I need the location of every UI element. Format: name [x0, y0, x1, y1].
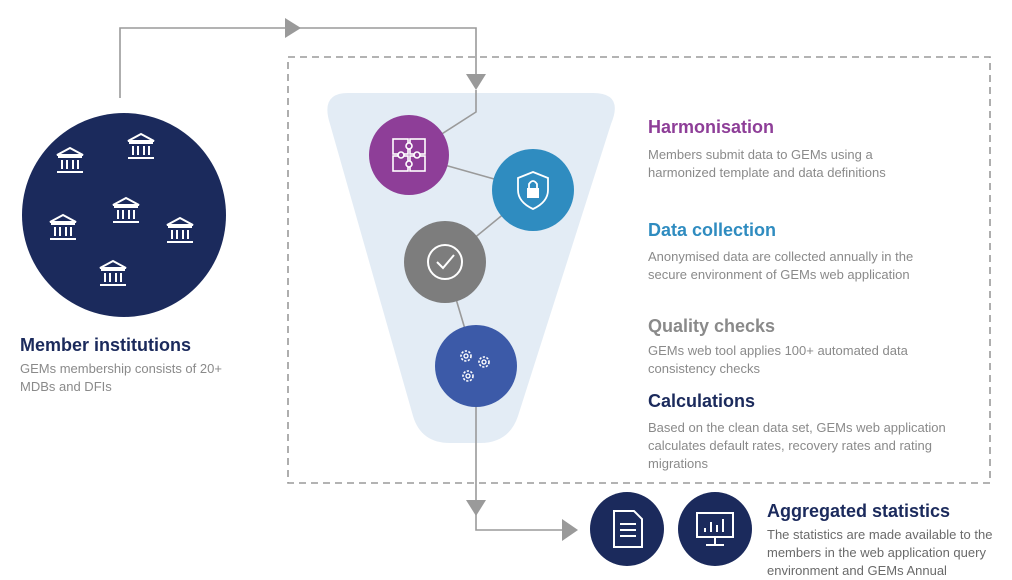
quality-checks-description: GEMs web tool applies 100+ automated dat… [648, 343, 908, 376]
puzzle-icon [392, 138, 426, 172]
arrow-down-icon [466, 500, 486, 516]
harmonisation-circle [369, 115, 449, 195]
arrow-right-icon [285, 18, 301, 38]
document-icon [613, 510, 643, 548]
harmonisation-title: Harmonisation [648, 117, 775, 137]
aggregated-statistics-title: Aggregated statistics [767, 501, 951, 521]
monitor-circle [678, 492, 752, 566]
process-container [287, 56, 991, 484]
monitor-chart-icon [696, 512, 734, 546]
calculations-circle [435, 325, 517, 407]
member-institutions-title: Member institutions [20, 335, 192, 355]
shield-lock-icon [517, 171, 549, 210]
calculations-description: Based on the clean data set, GEMs web ap… [648, 420, 946, 471]
member-institutions-description: GEMs membership consists of 20+ MDBs and… [20, 361, 222, 394]
data-collection-description: Anonymised data are collected annually i… [648, 249, 914, 282]
arrow-down-icon [466, 74, 486, 90]
quality-checks-circle [404, 221, 486, 303]
data-collection-title: Data collection [648, 220, 777, 240]
calculations-title: Calculations [648, 391, 756, 411]
arrow-right-icon [562, 519, 578, 541]
quality-checks-title: Quality checks [648, 316, 776, 336]
checkmark-icon [427, 244, 463, 280]
connector-member-to-process [119, 27, 477, 98]
aggregated-statistics-description: The statistics are made available to the… [767, 527, 993, 578]
harmonisation-description: Members submit data to GEMs using a harm… [648, 147, 886, 180]
